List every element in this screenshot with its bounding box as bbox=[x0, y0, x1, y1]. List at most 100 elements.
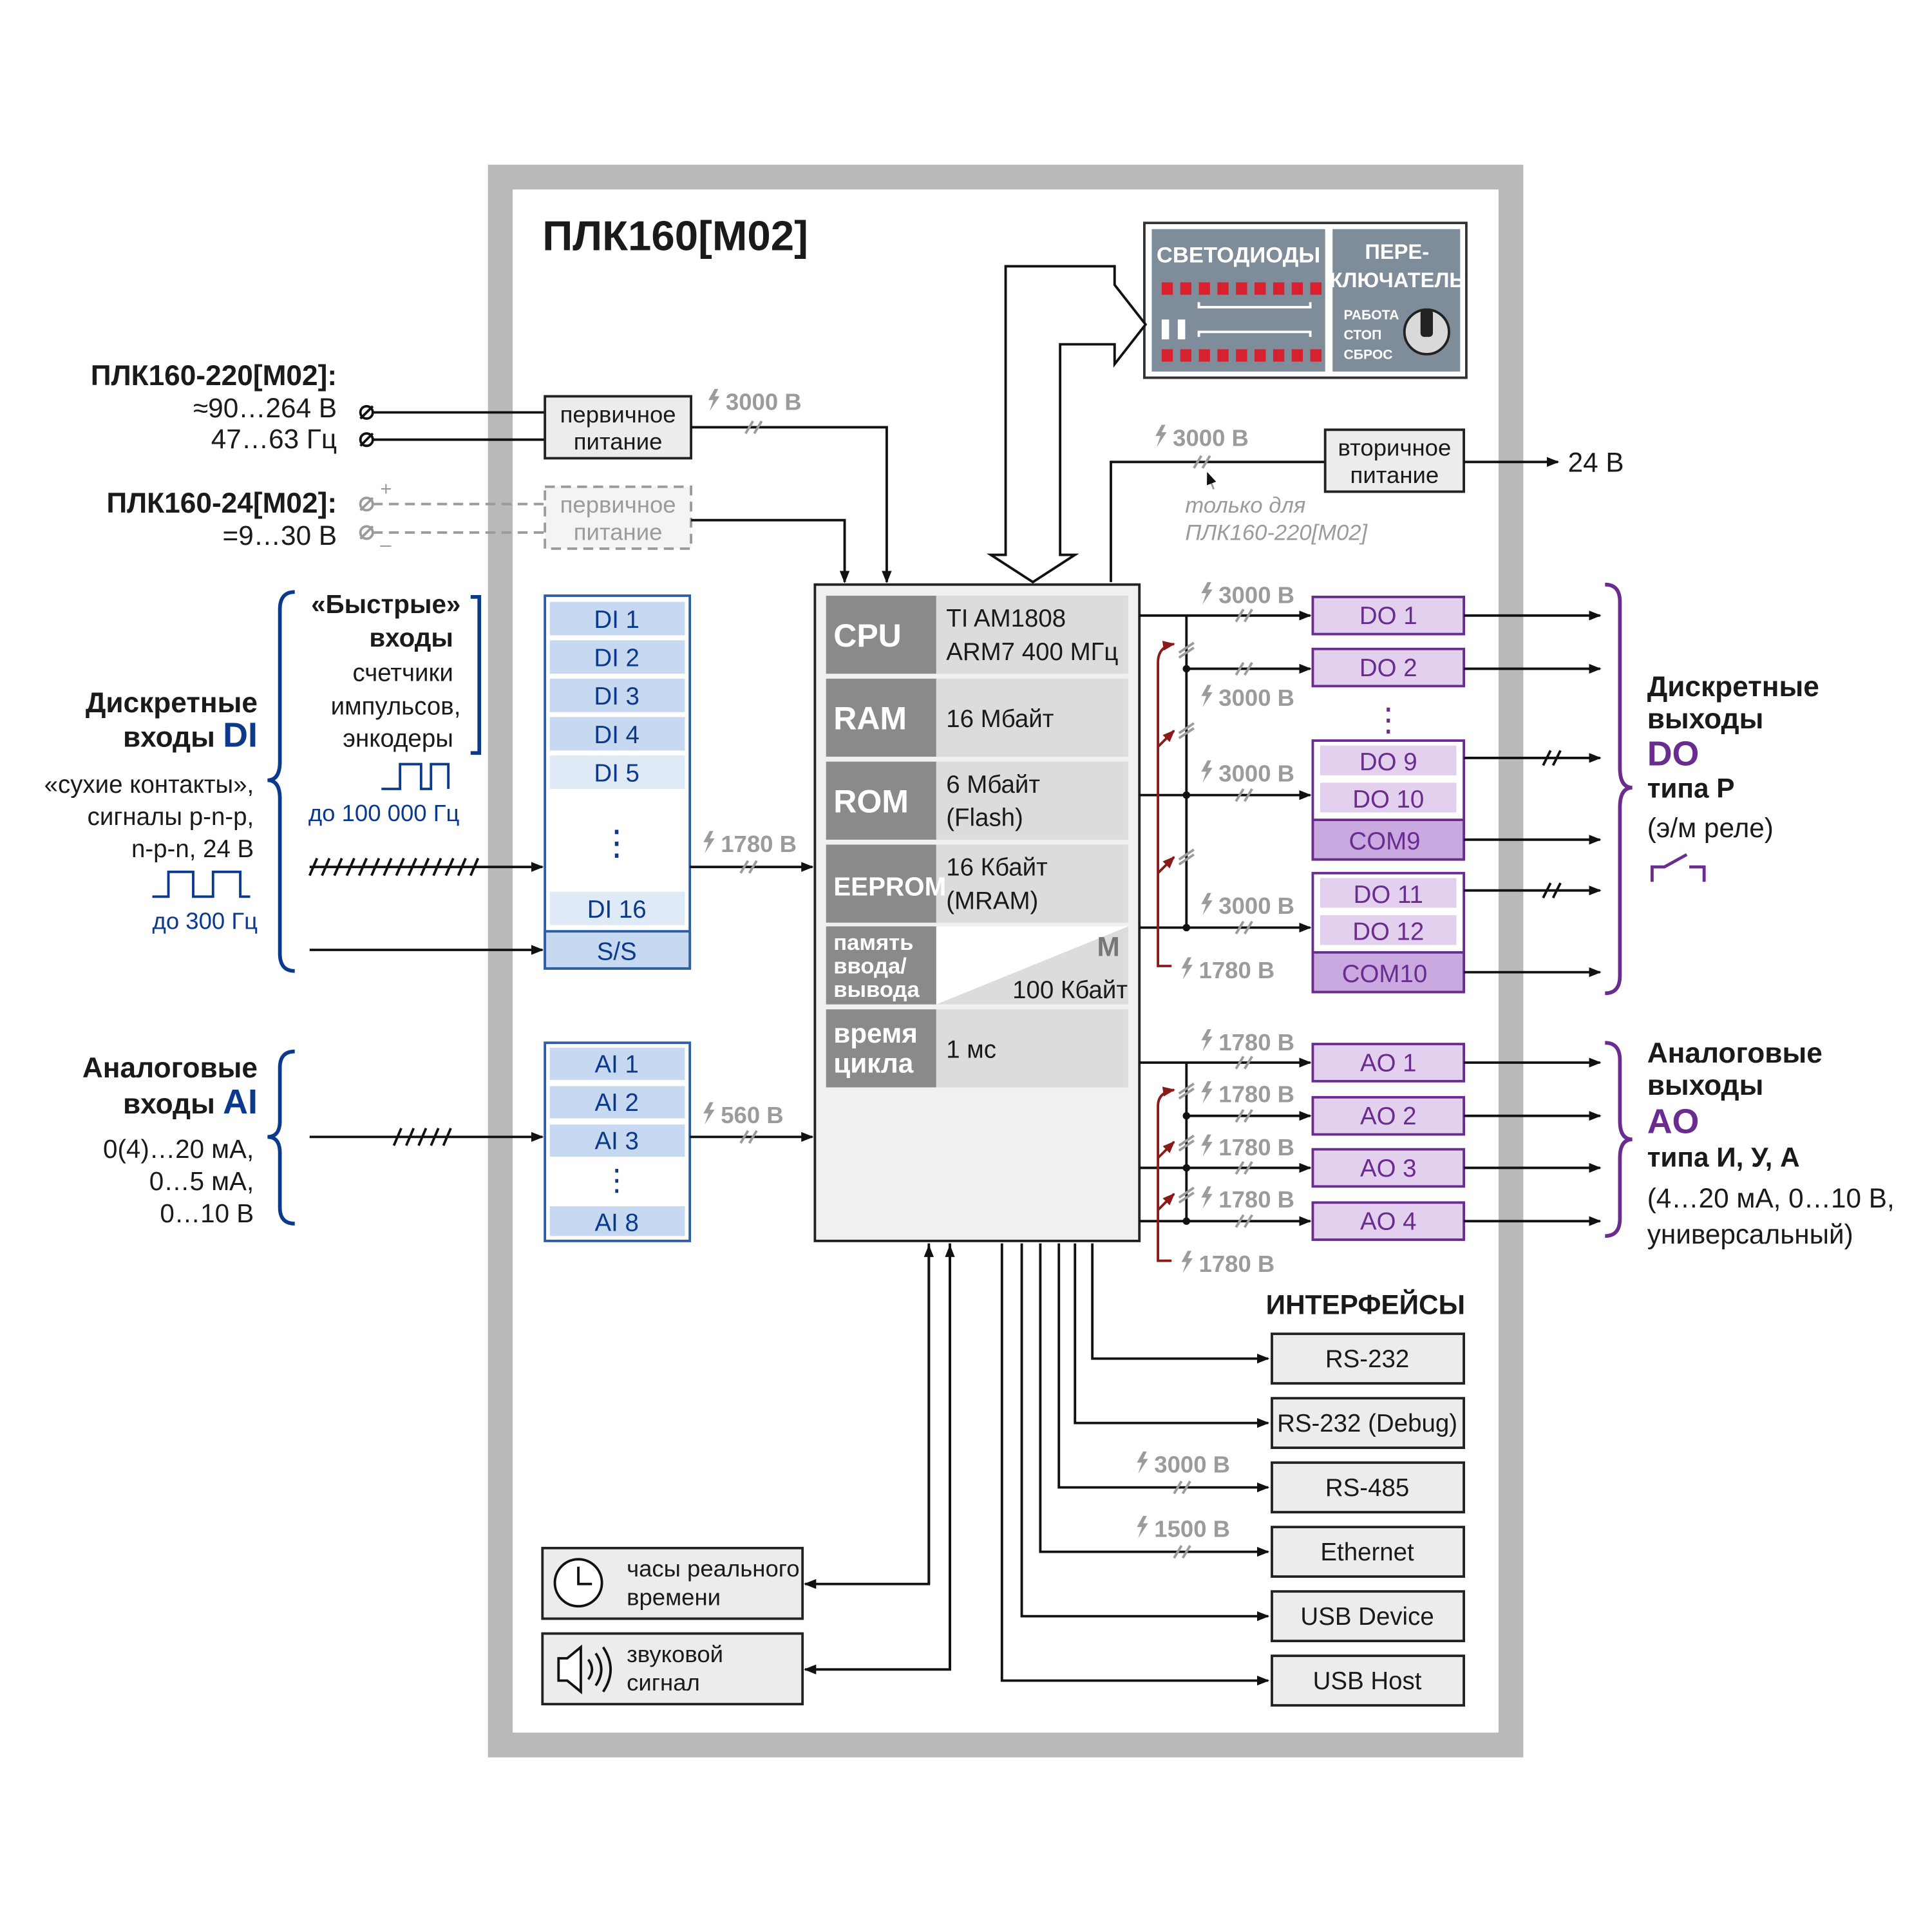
primary-power-24-text-1: первичное bbox=[560, 491, 676, 518]
di-freq-slow: до 300 Гц bbox=[153, 907, 258, 934]
primary-power-220-box bbox=[544, 395, 692, 460]
switch-label-2: КЛЮЧАТЕЛЬ bbox=[1330, 268, 1464, 292]
svg-text:1780 В: 1780 В bbox=[1199, 957, 1275, 983]
interface-wire bbox=[1057, 1243, 1270, 1493]
switch-label-1: ПЕРЕ- bbox=[1365, 240, 1429, 263]
interface-label: USB Host bbox=[1313, 1667, 1422, 1695]
ai-channel-label: AI 1 bbox=[594, 1050, 638, 1078]
interface-label: RS-485 bbox=[1325, 1474, 1409, 1502]
do-2-label: DO 2 bbox=[1359, 654, 1417, 682]
interface-wire bbox=[1000, 1243, 1270, 1686]
di-desc-2: сигналы p-n-p, bbox=[88, 803, 254, 831]
mode-reset: СБРОС bbox=[1344, 348, 1393, 363]
di-ss-cell bbox=[544, 930, 692, 970]
cpu-row-value-1: 16 Мбайт bbox=[946, 705, 1054, 733]
cpu-panel-bus bbox=[986, 265, 1148, 584]
front-panel: СВЕТОДИОДЫ ПЕРЕ- КЛЮЧАТЕЛЬ РАБОТА СТОП С… bbox=[1143, 222, 1468, 379]
do-11-label: DO 11 bbox=[1354, 881, 1423, 909]
interface-isolation: 3000 В 1500 В bbox=[1137, 1452, 1230, 1559]
do-1-box bbox=[1311, 596, 1465, 636]
com10-cell bbox=[1311, 951, 1465, 994]
cycle-label-cell bbox=[826, 1009, 936, 1088]
slow-pulse-icon bbox=[152, 870, 251, 898]
primary-power-24-text-2: питание bbox=[574, 518, 663, 545]
ai-channel-label: AI 2 bbox=[594, 1089, 638, 1117]
ai-bus-hatch bbox=[392, 1128, 452, 1146]
output-24v: 24 В bbox=[1568, 448, 1624, 478]
do-brace bbox=[1605, 582, 1633, 996]
fast-heading-2: входы bbox=[369, 623, 453, 652]
io-mem-label-cell bbox=[826, 926, 936, 1005]
clock-text-2: времени bbox=[627, 1584, 721, 1610]
di-cell bbox=[549, 717, 685, 751]
svg-text:1780 В: 1780 В bbox=[721, 831, 797, 857]
secondary-power-text-1: вторичное bbox=[1338, 435, 1452, 461]
do-output-arrows bbox=[1464, 611, 1602, 978]
ai-channel-label: AI 3 bbox=[594, 1128, 638, 1155]
svg-text:3000 В: 3000 В bbox=[1173, 424, 1249, 451]
svg-text:3000 В: 3000 В bbox=[726, 389, 802, 415]
ao-heading-1: Аналоговые bbox=[1647, 1037, 1823, 1069]
di-channel-list: DI 1DI 2DI 3DI 4DI 5 bbox=[549, 601, 685, 789]
ai-8-cell bbox=[549, 1206, 685, 1236]
isolation-ai: 560 В bbox=[703, 1102, 784, 1144]
com9-label: COM9 bbox=[1349, 828, 1420, 855]
plus-sign: + bbox=[380, 477, 392, 500]
ai-cell bbox=[549, 1047, 685, 1080]
do-heading-1: Дискретные bbox=[1647, 671, 1819, 703]
cpu-row-value-1: 6 Мбайт bbox=[946, 771, 1040, 799]
ai-heading-1: Аналоговые bbox=[82, 1052, 258, 1084]
svg-text:1780 В: 1780 В bbox=[1199, 1251, 1275, 1277]
svg-text:560 В: 560 В bbox=[721, 1102, 783, 1128]
ai-desc-2: 0…5 мА, bbox=[149, 1166, 254, 1196]
interface-label: RS-232 bbox=[1325, 1345, 1409, 1373]
di-channel-label: DI 1 bbox=[594, 606, 639, 634]
svg-text:3000 В: 3000 В bbox=[1218, 760, 1294, 786]
di-channel-label: DI 2 bbox=[594, 645, 639, 672]
do-9-label: DO 9 bbox=[1359, 748, 1417, 776]
com9-cell bbox=[1311, 819, 1465, 861]
terminal-220-l bbox=[359, 404, 374, 420]
svg-text:3000 В: 3000 В bbox=[1154, 1452, 1230, 1478]
interface-label: RS-232 (Debug) bbox=[1277, 1410, 1457, 1437]
ai-desc-3: 0…10 В bbox=[160, 1198, 254, 1228]
interface-box bbox=[1271, 1590, 1465, 1642]
cpu-row-value-cell bbox=[936, 844, 1128, 923]
svg-text:1780 В: 1780 В bbox=[1218, 1134, 1294, 1160]
do-return-lines bbox=[1157, 641, 1175, 967]
fast-desc-2: импульсов, bbox=[331, 693, 461, 721]
do-dots: ⋮ bbox=[1372, 702, 1405, 738]
di-cell bbox=[549, 640, 685, 674]
ao-box bbox=[1311, 1148, 1465, 1188]
di-freq-fast: до 100 000 Гц bbox=[308, 800, 460, 826]
leds-label: СВЕТОДИОДЫ bbox=[1157, 243, 1320, 268]
do-channel-list: DO 1 DO 2 ⋮ DO 9 DO 10 COM9 DO 11 DO 12 … bbox=[1311, 596, 1465, 994]
di-16-label: DI 16 bbox=[587, 896, 647, 923]
svg-text:3000 В: 3000 В bbox=[1218, 685, 1294, 711]
svg-text:3000 В: 3000 В bbox=[1218, 582, 1294, 609]
io-mem-label-2: ввода/ bbox=[833, 954, 907, 979]
do-isolation-labels: 3000 В 3000 В 3000 В 3000 В 1780 В bbox=[1181, 582, 1294, 983]
di-channel-label: DI 3 bbox=[594, 683, 639, 710]
ai-heading-2: входы AI bbox=[123, 1083, 258, 1121]
di-heading-2: входы DI bbox=[123, 716, 258, 755]
led-row-bottom bbox=[1161, 349, 1321, 362]
do-10-label: DO 10 bbox=[1352, 786, 1424, 813]
cycle-value: 1 мс bbox=[946, 1036, 996, 1063]
interface-box bbox=[1271, 1526, 1465, 1578]
cpu-row-label: RAM bbox=[833, 701, 907, 737]
cpu-row-value-1: 16 Кбайт bbox=[946, 854, 1047, 882]
io-mem-value: 100 Кбайт bbox=[1012, 976, 1128, 1004]
cpu-row-label: ROM bbox=[833, 784, 909, 820]
clock-icon bbox=[553, 1558, 603, 1608]
interface-wire bbox=[1091, 1243, 1270, 1364]
svg-text:1780 В: 1780 В bbox=[1218, 1029, 1294, 1056]
di-cell bbox=[549, 678, 685, 712]
primary-power-220-text-2: питание bbox=[574, 428, 663, 455]
di-dots: ⋮ bbox=[600, 824, 634, 862]
cpu-row-label: EEPROM bbox=[833, 871, 946, 901]
fast-desc-1: счетчики bbox=[352, 659, 453, 687]
di-channel-label: DI 4 bbox=[594, 721, 639, 749]
di-ss-label: S/S bbox=[597, 938, 637, 965]
